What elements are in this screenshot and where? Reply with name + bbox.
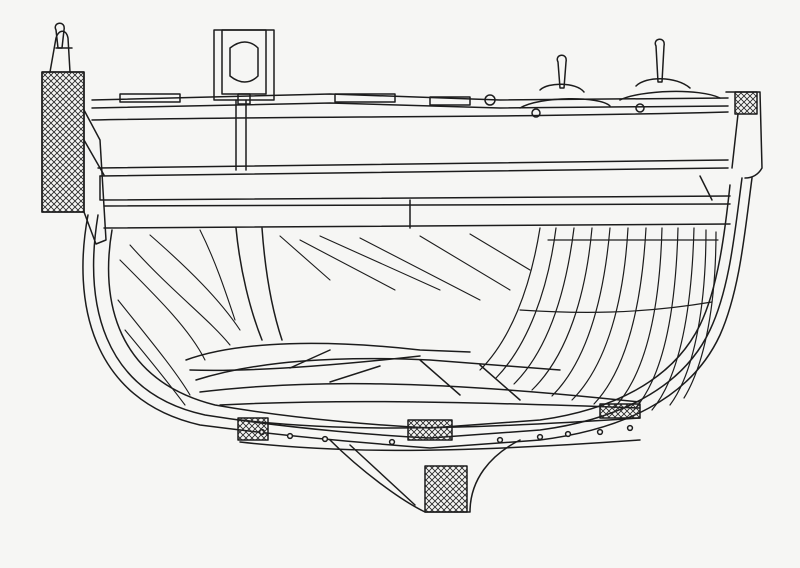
keel-hatched-block bbox=[424, 465, 468, 513]
side-frames bbox=[479, 227, 719, 411]
right-belaying-pin-1 bbox=[539, 54, 585, 93]
capstan bbox=[213, 29, 275, 171]
central-stanchion bbox=[235, 227, 283, 341]
floor-timber-center bbox=[407, 419, 453, 441]
deck-beam-upper bbox=[97, 159, 729, 177]
right-gunwale bbox=[725, 91, 763, 179]
deck-beam-lower bbox=[103, 175, 731, 229]
floor-timber-left bbox=[237, 417, 269, 441]
interior-planking-left bbox=[117, 229, 531, 406]
keel-plank bbox=[239, 417, 641, 452]
deck-fittings bbox=[119, 90, 721, 118]
floor-boards bbox=[185, 342, 641, 409]
left-gunwale bbox=[41, 30, 107, 245]
left-belaying-pin bbox=[54, 22, 73, 49]
floor-timber-right bbox=[599, 403, 641, 419]
deck-top-strake bbox=[91, 93, 729, 121]
deck-beam-middle bbox=[99, 175, 731, 229]
right-belaying-pin-2 bbox=[635, 38, 691, 89]
hull-outer-planking bbox=[82, 177, 753, 449]
